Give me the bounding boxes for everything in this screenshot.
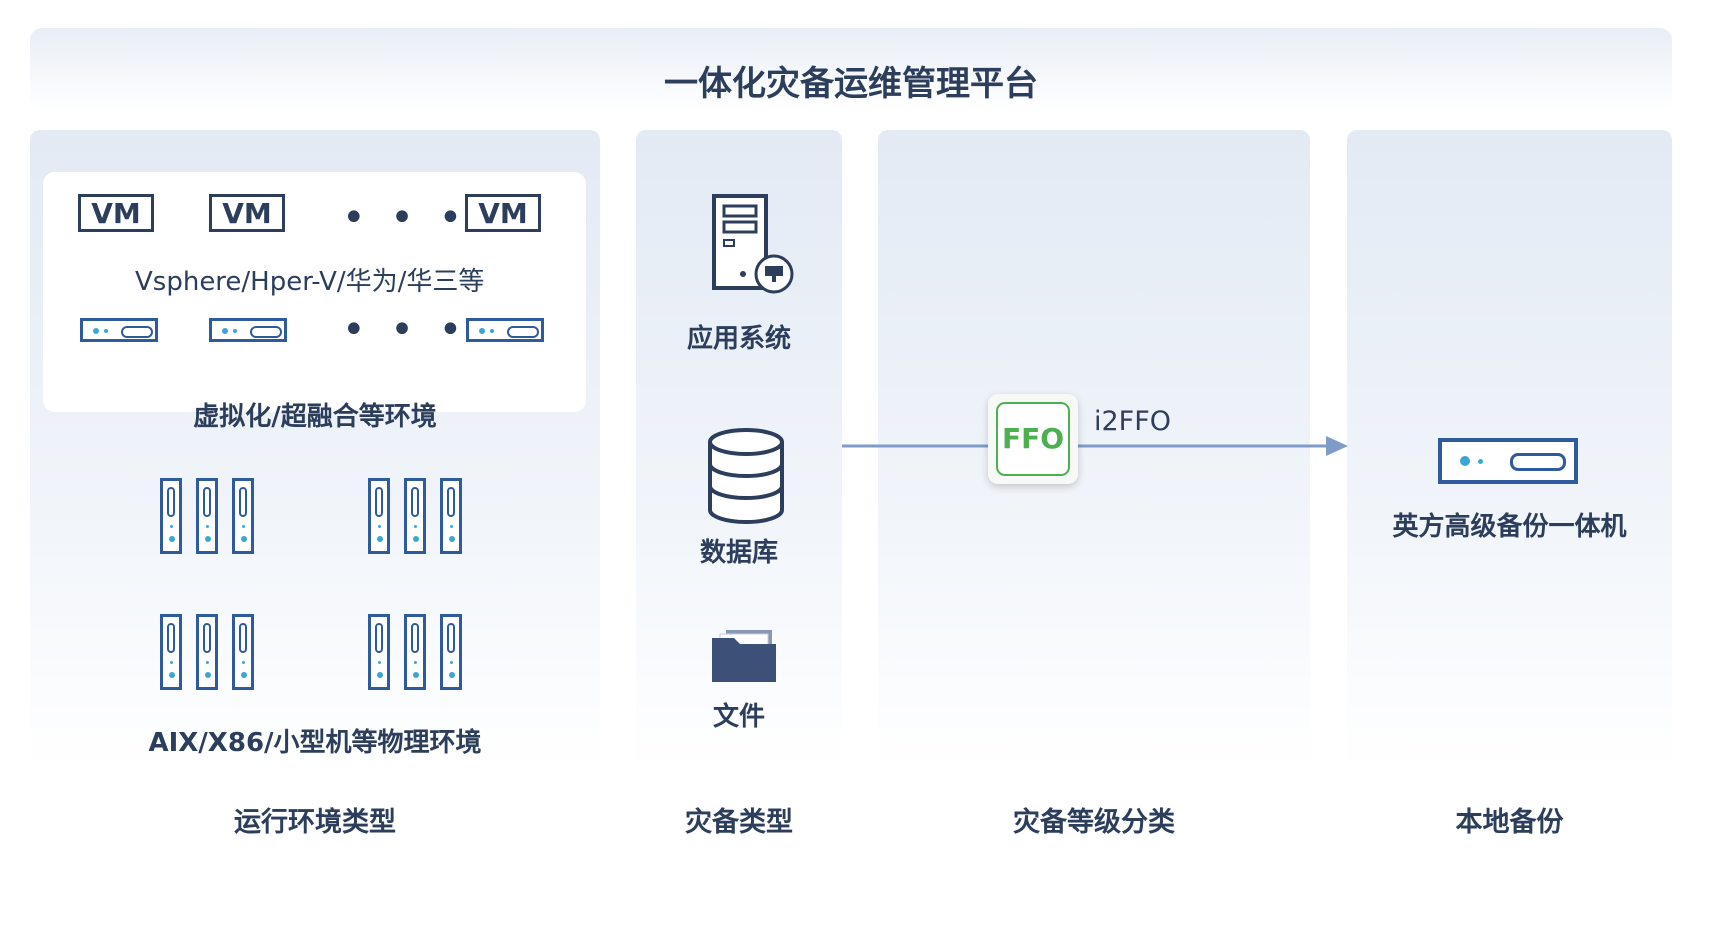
virtualization-card: [43, 172, 586, 412]
vm-box: VM: [465, 194, 541, 232]
ffo-badge: FFO: [988, 394, 1078, 484]
host-server-icon: [466, 318, 544, 342]
ellipsis: • • •: [342, 307, 469, 353]
dr-type-label: 文件: [712, 702, 765, 732]
server-tower-icon: [712, 194, 794, 294]
footer-local-backup: 本地备份: [1455, 807, 1564, 838]
ffo-badge-text: FFO: [996, 402, 1070, 476]
flow-arrow: [842, 436, 1348, 456]
vm-box: VM: [209, 194, 285, 232]
database-icon: [708, 428, 784, 524]
physical-server-group-icon: [160, 614, 260, 696]
dr-type-label: 应用系统: [686, 324, 791, 354]
flow-label: i2FFO: [1094, 406, 1171, 437]
physical-server-group-icon: [160, 478, 260, 560]
folder-icon: [712, 630, 776, 682]
title-band: [30, 28, 1672, 110]
page-title: 一体化灾备运维管理平台: [664, 64, 1038, 104]
hypervisor-list: Vsphere/Hper-V/华为/华三等: [135, 267, 485, 297]
footer-runtime-env: 运行环境类型: [234, 807, 396, 838]
dr-type-label: 数据库: [699, 538, 778, 568]
backup-appliance-icon: [1438, 438, 1578, 484]
footer-dr-type: 灾备类型: [685, 807, 793, 838]
physical-server-group-icon: [368, 478, 468, 560]
physical-env-label: AIX/X86/小型机等物理环境: [148, 728, 482, 758]
host-server-icon: [209, 318, 287, 342]
physical-server-group-icon: [368, 614, 468, 696]
host-server-icon: [80, 318, 158, 342]
virtualization-label: 虚拟化/超融合等环境: [193, 402, 437, 432]
ellipsis: • • •: [342, 195, 469, 241]
panel-dr-level: [878, 130, 1310, 770]
vm-box: VM: [78, 194, 154, 232]
footer-dr-level: 灾备等级分类: [1013, 807, 1175, 838]
backup-appliance-label: 英方高级备份一体机: [1392, 512, 1627, 542]
